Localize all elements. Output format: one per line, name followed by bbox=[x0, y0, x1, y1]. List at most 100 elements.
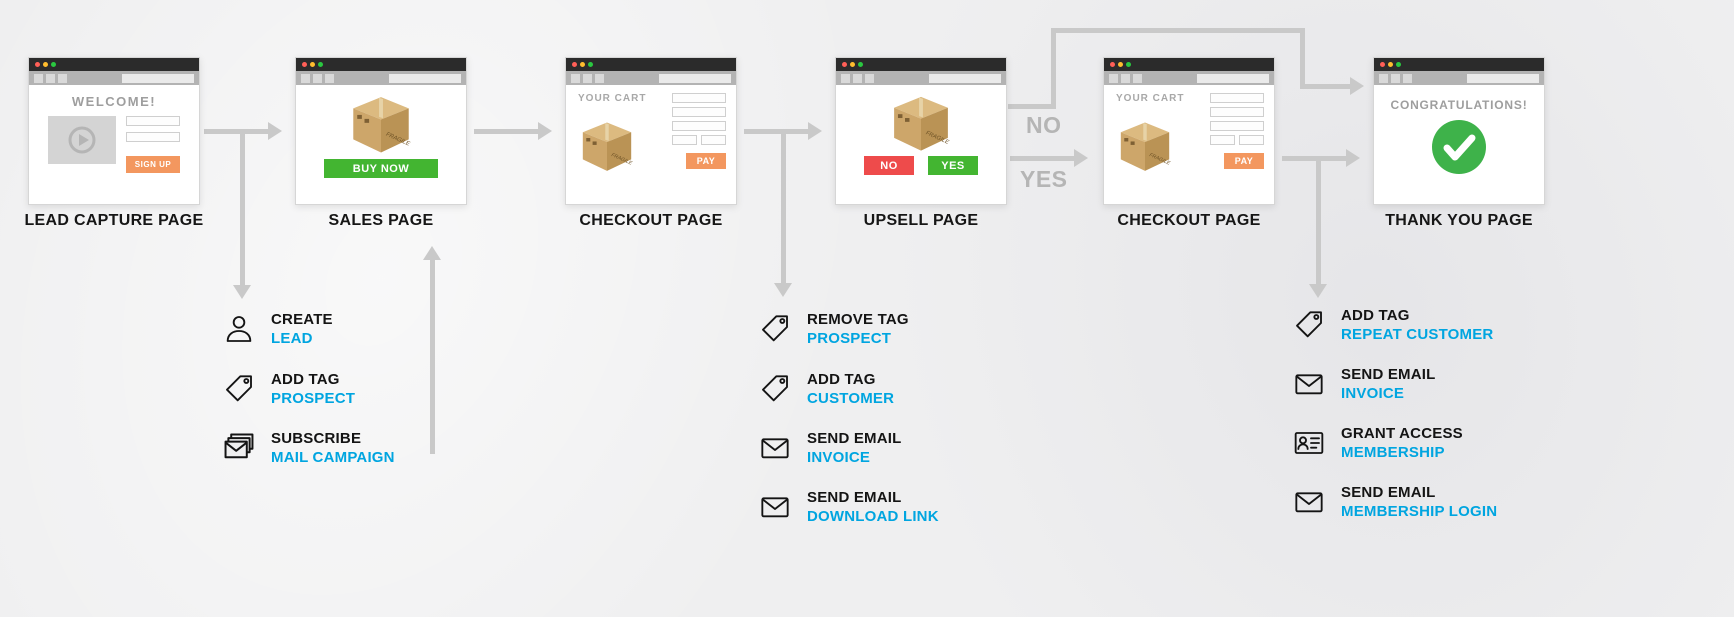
toolbar-button-icon bbox=[1379, 73, 1388, 83]
list-item: ADD TAG CUSTOMER bbox=[758, 370, 894, 408]
minimize-dot-icon bbox=[1118, 62, 1123, 67]
minimize-dot-icon bbox=[1388, 62, 1393, 67]
arrowhead-icon bbox=[1350, 77, 1364, 95]
form-field-placeholder bbox=[701, 135, 726, 145]
form-field-placeholder bbox=[672, 121, 726, 131]
play-icon[interactable] bbox=[67, 125, 97, 155]
mail-stack-icon bbox=[222, 431, 256, 465]
close-dot-icon bbox=[302, 62, 307, 67]
maximize-dot-icon bbox=[318, 62, 323, 67]
minimize-dot-icon bbox=[580, 62, 585, 67]
form-field-placeholder bbox=[1210, 93, 1264, 103]
list-item: SUBSCRIBE MAIL CAMPAIGN bbox=[222, 429, 395, 467]
close-dot-icon bbox=[1380, 62, 1385, 67]
page-title: SALES PAGE bbox=[328, 212, 434, 229]
action-value: LEAD bbox=[271, 330, 313, 347]
minimize-dot-icon bbox=[43, 62, 48, 67]
arrowhead-icon bbox=[808, 122, 822, 140]
arrow-yes-branch bbox=[1010, 156, 1074, 161]
toolbar-button-icon bbox=[301, 73, 310, 83]
page-content: CONGRATULATIONS! bbox=[1374, 85, 1544, 204]
welcome-heading: WELCOME! bbox=[71, 94, 157, 109]
browser-window-checkout-2: YOUR CART FRAGILE PAY bbox=[1103, 57, 1275, 205]
toolbar-button-icon bbox=[1121, 73, 1130, 83]
video-player-placeholder[interactable] bbox=[48, 116, 116, 164]
action-value: PROSPECT bbox=[271, 390, 356, 407]
package-box-graphic: FRAGILE bbox=[894, 96, 950, 151]
arrow-up-to-sales-page bbox=[430, 260, 435, 454]
minimize-dot-icon bbox=[310, 62, 315, 67]
toolbar-button-icon bbox=[583, 73, 592, 83]
toolbar-button-icon bbox=[841, 73, 850, 83]
maximize-dot-icon bbox=[858, 62, 863, 67]
action-label: SUBSCRIBE bbox=[271, 430, 362, 447]
address-bar bbox=[1467, 73, 1539, 83]
mail-icon bbox=[1292, 367, 1326, 401]
list-item: SEND EMAIL MEMBERSHIP LOGIN bbox=[1292, 483, 1497, 521]
address-bar bbox=[122, 73, 194, 83]
window-titlebar bbox=[296, 58, 466, 71]
no-branch-label: NO bbox=[1026, 112, 1062, 138]
window-titlebar bbox=[1104, 58, 1274, 71]
toolbar-button-icon bbox=[325, 73, 334, 83]
arrow-down-to-actions-2 bbox=[781, 129, 786, 285]
arrowhead-icon bbox=[538, 122, 552, 140]
maximize-dot-icon bbox=[51, 62, 56, 67]
yes-branch-label: YES bbox=[1020, 166, 1068, 192]
toolbar-button-icon bbox=[1133, 73, 1142, 83]
action-label: CREATE bbox=[271, 311, 333, 328]
toolbar-button-icon bbox=[1403, 73, 1412, 83]
no-button[interactable]: NO bbox=[864, 156, 914, 175]
person-icon bbox=[222, 312, 256, 346]
toolbar-button-icon bbox=[1109, 73, 1118, 83]
action-value: INVOICE bbox=[1341, 385, 1405, 402]
buy-now-button[interactable]: BUY NOW bbox=[324, 159, 438, 178]
mail-icon bbox=[758, 490, 792, 524]
address-bar bbox=[659, 73, 731, 83]
window-titlebar bbox=[836, 58, 1006, 71]
browser-window-sales: FRAGILE BUY NOW bbox=[295, 57, 467, 205]
page-content: YOUR CART FRAGILE PAY bbox=[566, 85, 736, 204]
browser-toolbar bbox=[29, 71, 199, 85]
congratulations-heading: CONGRATULATIONS! bbox=[1390, 98, 1528, 112]
browser-toolbar bbox=[566, 71, 736, 85]
browser-toolbar bbox=[836, 71, 1006, 85]
pay-button[interactable]: PAY bbox=[1224, 153, 1264, 169]
tag-icon bbox=[758, 312, 792, 346]
yes-button[interactable]: YES bbox=[928, 156, 978, 175]
arrowhead-icon bbox=[1346, 149, 1360, 167]
form-field-placeholder bbox=[126, 116, 180, 126]
action-value: CUSTOMER bbox=[807, 390, 895, 407]
page-title: CHECKOUT PAGE bbox=[1117, 212, 1261, 229]
action-label: ADD TAG bbox=[807, 371, 876, 388]
sign-up-button[interactable]: SIGN UP bbox=[126, 156, 180, 173]
browser-window-thank-you: CONGRATULATIONS! bbox=[1373, 57, 1545, 205]
window-titlebar bbox=[29, 58, 199, 71]
page-content: YOUR CART FRAGILE PAY bbox=[1104, 85, 1274, 204]
success-check-icon bbox=[1432, 120, 1486, 174]
cart-heading: YOUR CART bbox=[1116, 93, 1185, 104]
close-dot-icon bbox=[842, 62, 847, 67]
action-label: ADD TAG bbox=[1341, 307, 1410, 324]
arrow-no-branch bbox=[1051, 28, 1305, 33]
arrow-no-branch bbox=[1300, 84, 1350, 89]
action-label: SEND EMAIL bbox=[807, 430, 902, 447]
action-label: SEND EMAIL bbox=[807, 489, 902, 506]
arrowhead-icon bbox=[268, 122, 282, 140]
list-item: SEND EMAIL INVOICE bbox=[758, 429, 902, 467]
maximize-dot-icon bbox=[1396, 62, 1401, 67]
browser-window-lead-capture: WELCOME! SIGN UP bbox=[28, 57, 200, 205]
action-value: REPEAT CUSTOMER bbox=[1341, 326, 1494, 343]
toolbar-button-icon bbox=[853, 73, 862, 83]
browser-toolbar bbox=[1374, 71, 1544, 85]
pay-button[interactable]: PAY bbox=[686, 153, 726, 169]
arrow-sales-to-checkout bbox=[474, 129, 538, 134]
toolbar-button-icon bbox=[865, 73, 874, 83]
arrowhead-icon bbox=[1309, 284, 1327, 298]
browser-toolbar bbox=[1104, 71, 1274, 85]
package-box-graphic: FRAGILE bbox=[1120, 122, 1171, 171]
page-title: UPSELL PAGE bbox=[863, 212, 979, 229]
action-value: MEMBERSHIP LOGIN bbox=[1341, 503, 1498, 520]
toolbar-button-icon bbox=[34, 73, 43, 83]
